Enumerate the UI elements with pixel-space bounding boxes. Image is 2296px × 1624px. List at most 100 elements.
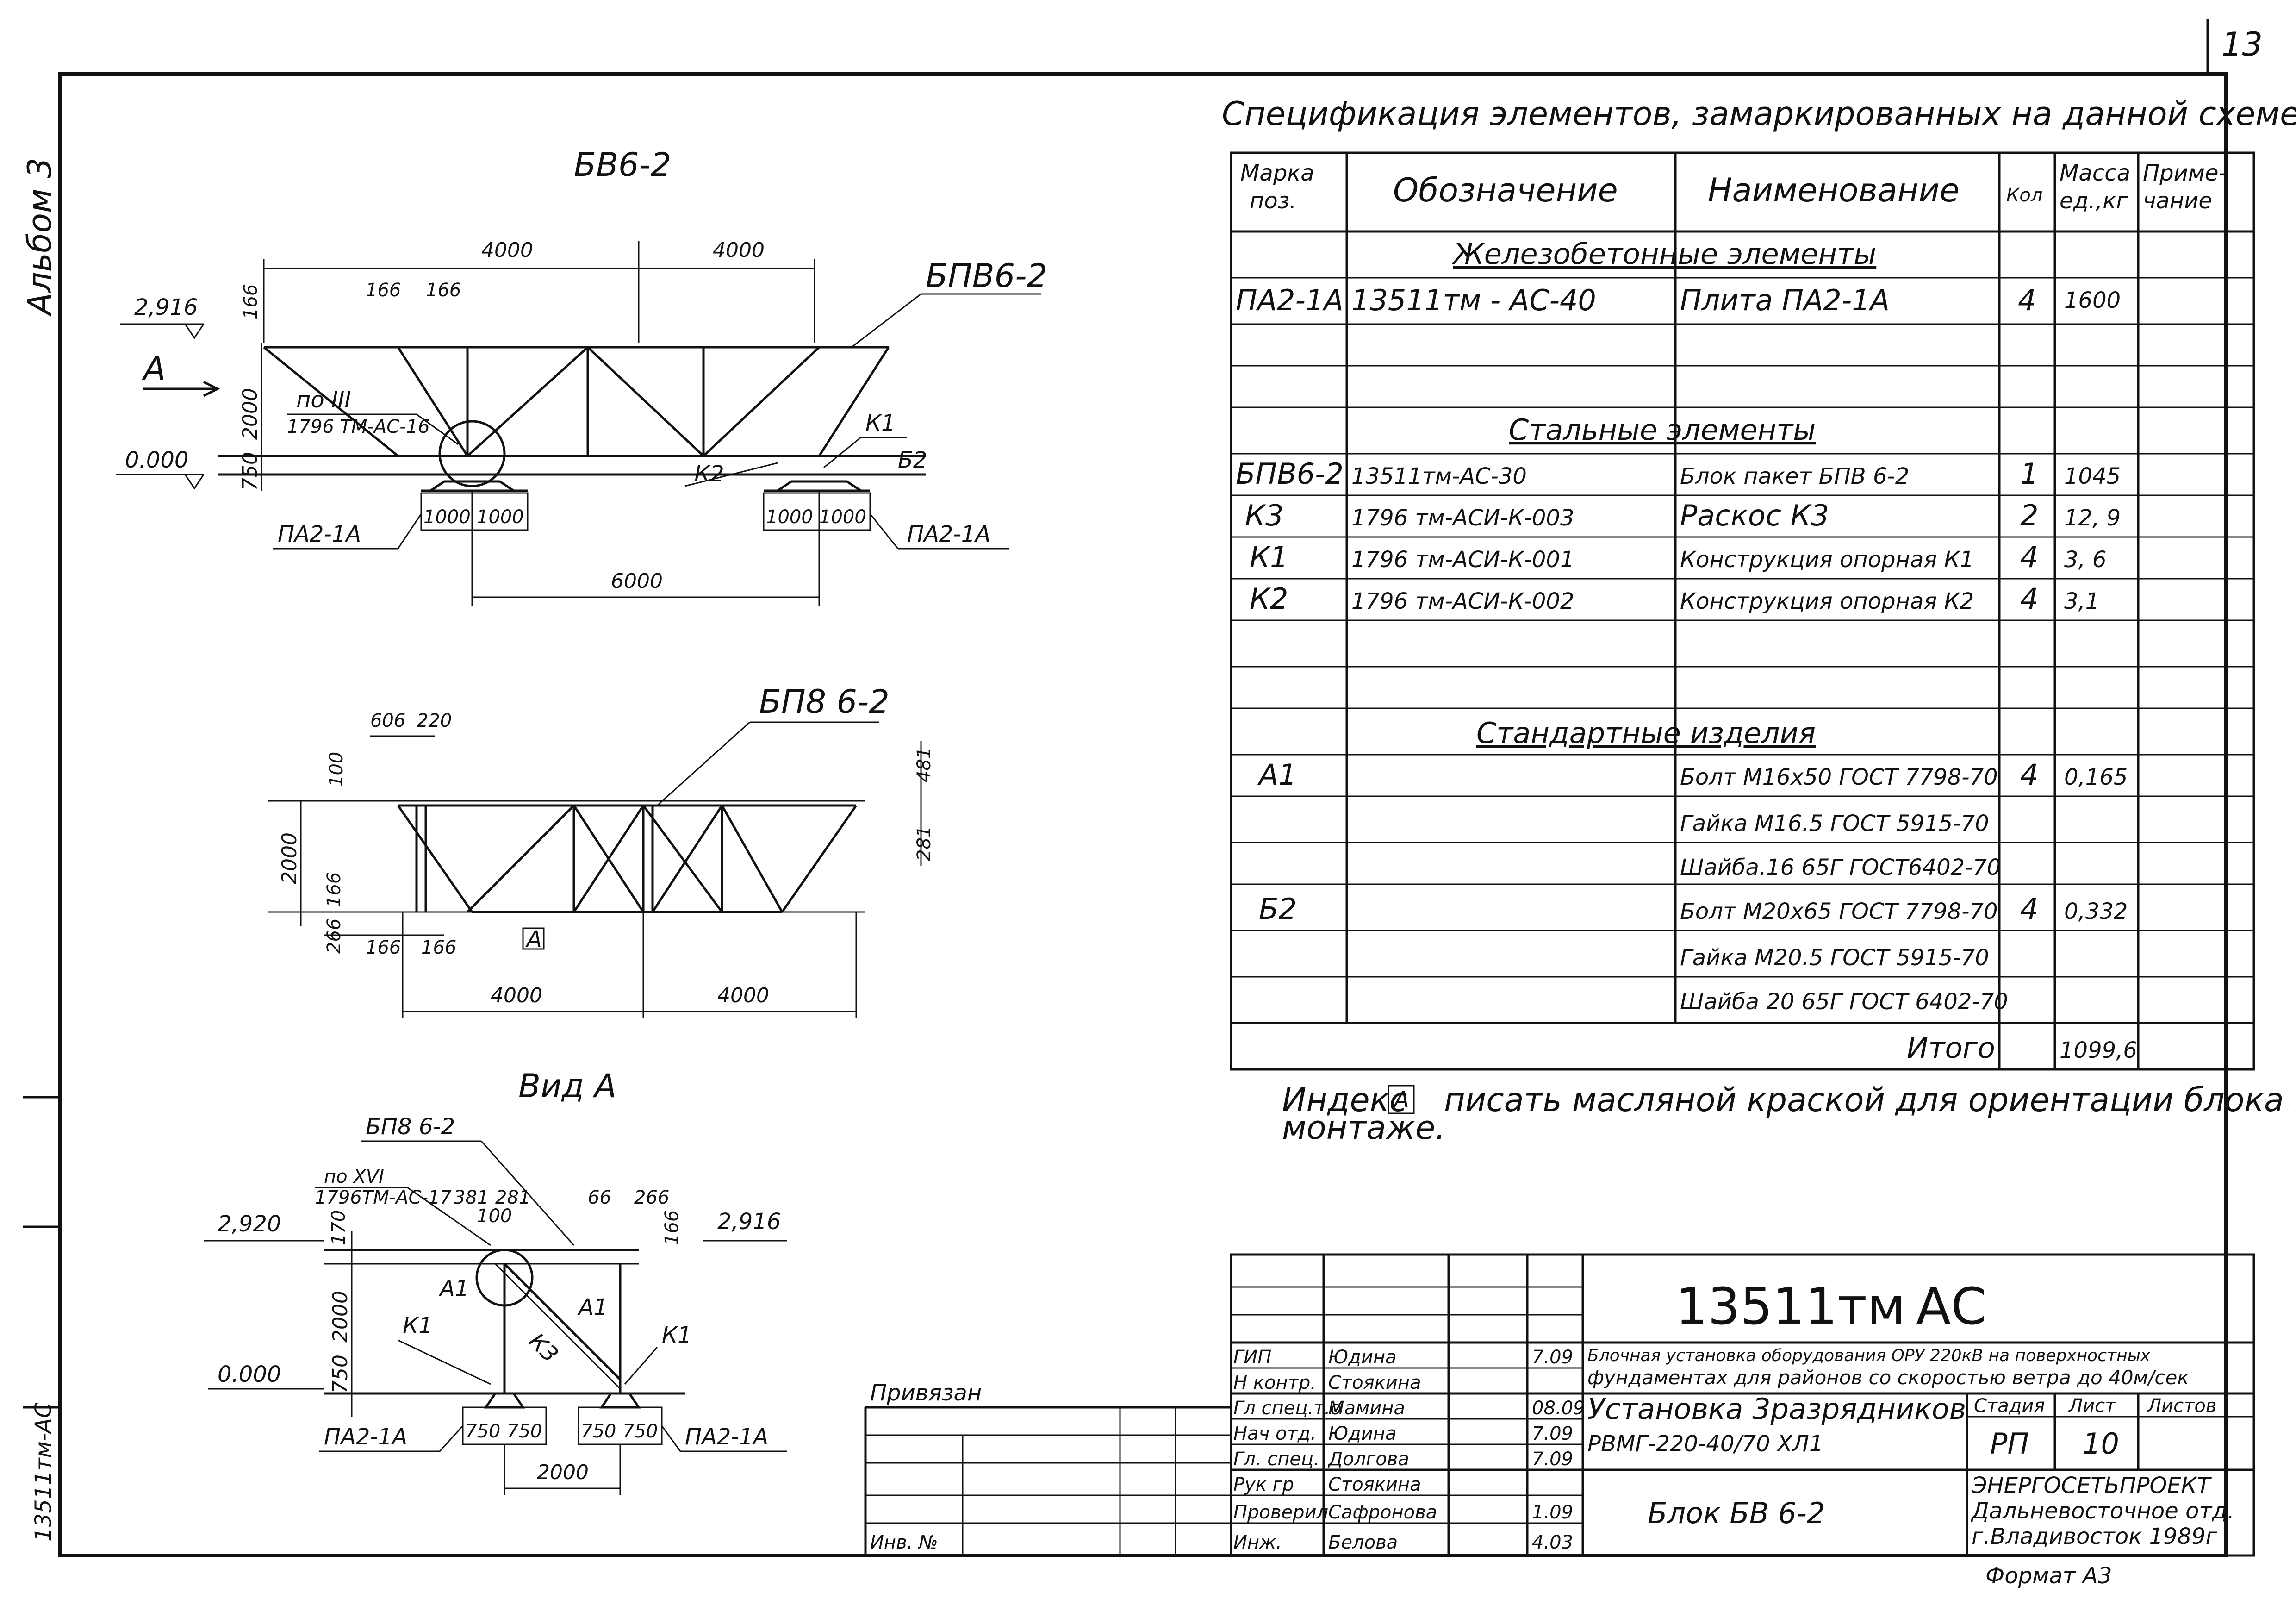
spec-steel-3-mark: К1 xyxy=(1250,540,1288,574)
d3-k1-right: К1 xyxy=(662,1322,692,1348)
spec-header-designation: Обозначение xyxy=(1393,171,1618,209)
spec-std-2-name: Гайка М16.5 ГОСТ 5915-70 xyxy=(1680,811,1989,837)
spec-steel-3-qty: 4 xyxy=(2020,540,2038,574)
stamp-code: 13511тм xyxy=(1675,1277,1905,1336)
spec-row-rc-qty: 4 xyxy=(2018,283,2036,317)
d2-dim-166: 166 xyxy=(324,872,345,907)
d2-index-mark: А xyxy=(525,926,542,952)
stamp-person-4-date: 7.09 xyxy=(1532,1423,1573,1444)
stamp-person-8-name: Белова xyxy=(1328,1532,1398,1553)
spec-steel-3-name: Конструкция опорная К1 xyxy=(1680,547,1974,573)
spec-steel-2-designation: 1796 тм-АСИ-К-003 xyxy=(1351,505,1574,531)
d3-dim-281: 281 xyxy=(495,1187,530,1208)
spec-std-1-mark: А1 xyxy=(1257,758,1297,792)
stamp-person-5-date: 7.09 xyxy=(1532,1449,1573,1470)
d2-dim-bottom-1: 4000 xyxy=(491,984,542,1007)
d1-base-dim-1: 1000 xyxy=(423,506,471,528)
spec-steel-2-mark: К3 xyxy=(1245,499,1283,532)
stamp-org-3: г.Владивосток 1989г xyxy=(1972,1524,2218,1549)
spec-std-4-name: Болт М20х65 ГОСТ 7798-70 xyxy=(1680,899,1998,924)
spec-steel-3-designation: 1796 тм-АСИ-К-001 xyxy=(1351,547,1574,573)
drawing-plan: БП8 6-2 606 220 100 А 2000 166 266 166 xyxy=(268,683,935,1018)
stamp-block-name: Блок БВ 6-2 xyxy=(1648,1496,1825,1530)
stamp-person-2-role: Н контр. xyxy=(1233,1372,1316,1393)
inv-label: Инв. № xyxy=(870,1532,938,1553)
stamp-project-4: РВМГ-220-40/70 ХЛ1 xyxy=(1587,1431,1823,1457)
stamp-project-2: фундаментах для районов со скоростью вет… xyxy=(1587,1366,2189,1389)
d3-elev-right: 2,916 xyxy=(717,1209,781,1235)
spec-std-3-name: Шайба.16 65Г ГОСТ6402-70 xyxy=(1680,855,2001,881)
drawing-view-a: Вид А БП8 6-2 по XVI 1796ТМ-АС-17 2,920 … xyxy=(204,1067,787,1495)
d2-dim-220: 220 xyxy=(417,710,452,731)
d1-plate-right: ПА2-1А xyxy=(907,521,990,547)
spec-section-std: Стандартные изделия xyxy=(1476,716,1816,750)
spec-header-note-2: чание xyxy=(2143,188,2212,214)
note-line2: монтаже. xyxy=(1282,1109,1445,1147)
d2-dim-606: 606 xyxy=(370,710,405,731)
spec-row-rc-mass: 1600 xyxy=(2064,287,2121,313)
stamp-code2: АС xyxy=(1916,1277,1986,1336)
stamp-person-1-name: Юдина xyxy=(1328,1347,1397,1368)
spec-std-5-name: Гайка М20.5 ГОСТ 5915-70 xyxy=(1680,945,1989,971)
sheet-frame xyxy=(58,72,2228,1557)
d1-b2: Б2 xyxy=(898,447,927,473)
spec-steel-3-mass: 3, 6 xyxy=(2064,547,2107,573)
d3-block-label: БП8 6-2 xyxy=(366,1114,455,1140)
left-code-label: 13511тм-АС xyxy=(31,1402,56,1542)
d1-span: 6000 xyxy=(611,569,663,593)
d1-note: по III xyxy=(296,387,351,413)
d3-dim-170: 170 xyxy=(328,1210,349,1245)
stamp-person-3-name: Мамина xyxy=(1328,1398,1405,1419)
spec-total-label: Итого xyxy=(1907,1031,1995,1065)
d3-span: 2000 xyxy=(537,1461,589,1484)
spec-steel-1-qty: 1 xyxy=(2020,457,2038,491)
stamp-person-2-name: Стоякина xyxy=(1328,1372,1421,1393)
d3-k3: К3 xyxy=(524,1328,563,1368)
d2-dim-2000: 2000 xyxy=(278,832,301,884)
d3-note-ref: 1796ТМ-АС-17 xyxy=(315,1187,452,1208)
privyazan-block: Привязан Инв. № xyxy=(864,1380,1231,1555)
spec-header-qty: Кол xyxy=(2006,185,2042,206)
spec-header-mass: Масса xyxy=(2060,160,2130,186)
d2-dim-b1: 166 xyxy=(366,937,401,958)
stamp-format: Формат А3 xyxy=(1985,1563,2112,1589)
d3-note: по XVI xyxy=(324,1166,384,1187)
d1-view-arrow: А xyxy=(142,350,166,387)
privyazan-label: Привязан xyxy=(870,1380,982,1406)
drawing-bv6-2: БВ6-2 4000 4000 166 166 166 2,916 0.000 … xyxy=(116,146,1047,606)
stamp-person-8-role: Инж. xyxy=(1233,1532,1282,1553)
spec-std-4-mark: Б2 xyxy=(1259,892,1297,926)
stamp-sheet-header: Лист xyxy=(2068,1395,2116,1417)
album-label: Альбом 3 xyxy=(21,158,59,317)
d3-plate-left: ПА2-1А xyxy=(324,1424,407,1450)
d3-a1-right: А1 xyxy=(577,1294,608,1320)
d1-dim-top-1: 4000 xyxy=(481,238,533,262)
spec-header-name: Наименование xyxy=(1708,171,1960,209)
stamp-person-5-name: Долгова xyxy=(1327,1449,1409,1470)
d3-dim-381: 381 xyxy=(454,1187,489,1208)
stamp-person-8-date: 4.03 xyxy=(1532,1532,1573,1553)
d3-base-dim-2: 750 xyxy=(507,1421,542,1442)
d1-base-dim-2: 1000 xyxy=(477,506,524,528)
spec-steel-1-name: Блок пакет БПВ 6-2 xyxy=(1680,463,1909,489)
spec-table: Спецификация элементов, замаркированных … xyxy=(1222,95,2296,1071)
d1-elev-top: 2,916 xyxy=(134,294,198,320)
spec-steel-4-qty: 4 xyxy=(2020,582,2038,616)
spec-std-4-mass: 0,332 xyxy=(2064,899,2128,924)
d2-dim-281: 281 xyxy=(914,826,935,861)
d3-dim-66: 66 xyxy=(588,1187,611,1208)
spec-steel-1-mark: БПВ6-2 xyxy=(1236,457,1344,491)
spec-steel-4-designation: 1796 тм-АСИ-К-002 xyxy=(1351,588,1574,614)
d2-block-label: БП8 6-2 xyxy=(759,683,890,721)
spec-section-steel: Стальные элементы xyxy=(1509,413,1816,447)
d3-elev-left: 2,920 xyxy=(218,1211,281,1237)
d1-height-750: 750 xyxy=(238,452,262,491)
stamp-person-3-role: Гл спец.т.о xyxy=(1233,1398,1342,1419)
note-index-mark: А xyxy=(1393,1087,1409,1113)
stamp-sheets-header: Листов xyxy=(2147,1395,2216,1417)
stamp-person-3-date: 08.09 xyxy=(1532,1398,1585,1419)
sheet-number: 13 xyxy=(2221,25,2263,63)
spec-header-note: Приме- xyxy=(2143,160,2227,186)
d3-height-750: 750 xyxy=(329,1355,352,1393)
